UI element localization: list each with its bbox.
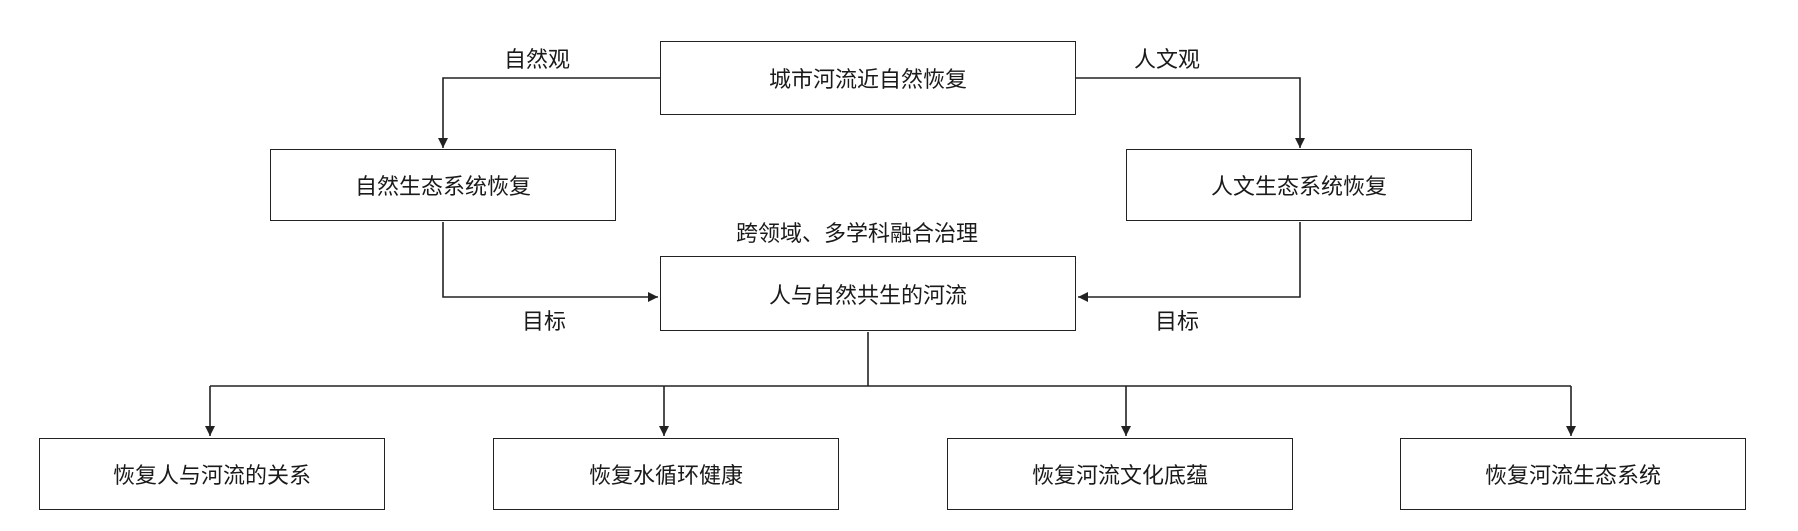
natural-ecosystem-node: 自然生态系统恢复 (270, 149, 616, 221)
connector-humanistic-to-center (1078, 222, 1301, 302)
bottom-node-2: 恢复水循环健康 (493, 438, 839, 510)
bottom-node-1: 恢复人与河流的关系 (39, 438, 385, 510)
goal-right-label: 目标 (1155, 310, 1200, 335)
humanistic-view-label: 人文观 (1134, 48, 1201, 73)
bottom-node-1-label: 恢复人与河流的关系 (112, 464, 311, 489)
bottom-node-4-label: 恢复河流生态系统 (1484, 464, 1661, 489)
bottom-node-2-label: 恢复水循环健康 (588, 464, 743, 489)
integration-label: 跨领域、多学科融合治理 (736, 222, 979, 247)
connector-root-to-humanistic (1076, 77, 1305, 148)
natural-ecosystem-label: 自然生态系统恢复 (354, 175, 531, 200)
humanistic-ecosystem-label: 人文生态系统恢复 (1210, 175, 1387, 200)
humanistic-ecosystem-node: 人文生态系统恢复 (1126, 149, 1472, 221)
center-node: 人与自然共生的河流 (660, 256, 1076, 331)
bottom-node-4: 恢复河流生态系统 (1400, 438, 1746, 510)
bottom-node-3-label: 恢复河流文化底蕴 (1031, 464, 1208, 489)
goal-left-label: 目标 (522, 310, 567, 335)
connector-natural-to-center (442, 222, 658, 302)
root-node: 城市河流近自然恢复 (660, 41, 1076, 115)
bottom-node-3: 恢复河流文化底蕴 (947, 438, 1293, 510)
center-node-label: 人与自然共生的河流 (768, 283, 967, 309)
natural-view-label: 自然观 (504, 48, 571, 73)
root-node-label: 城市河流近自然恢复 (768, 68, 967, 93)
connector-root-to-natural (438, 77, 660, 148)
